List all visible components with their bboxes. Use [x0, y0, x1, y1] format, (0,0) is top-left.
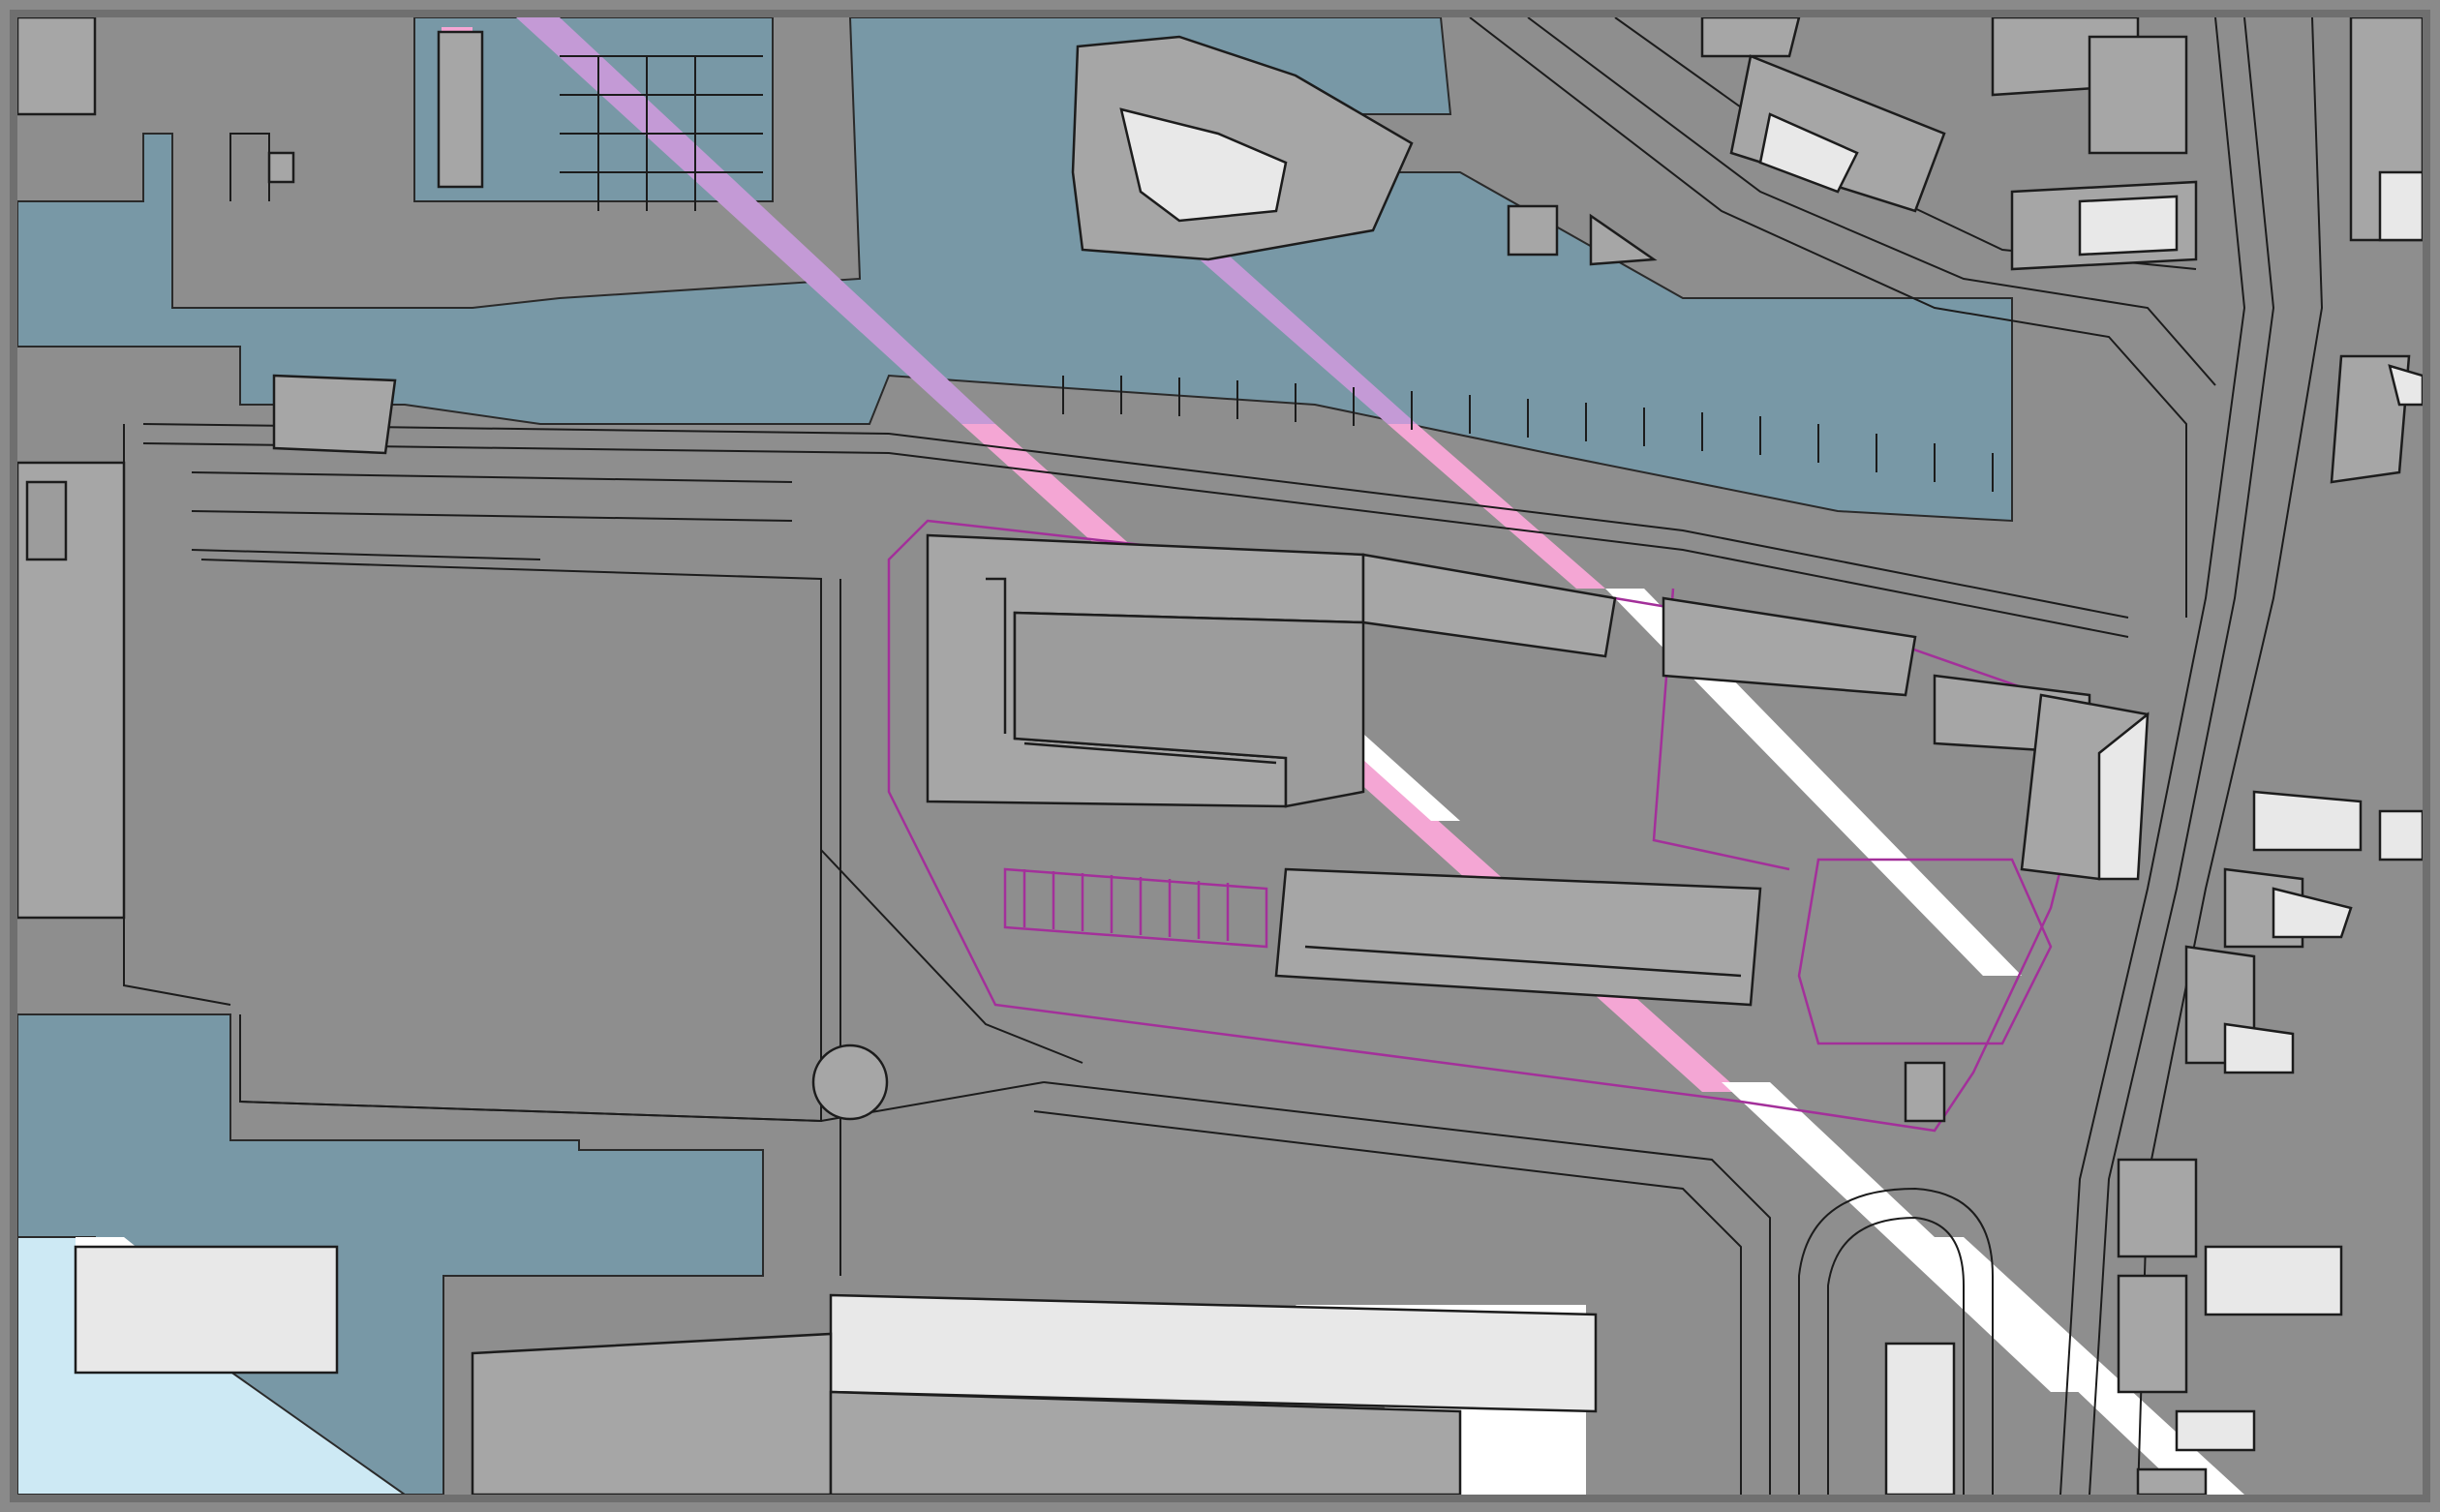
lit-strip-4 — [1915, 1237, 2244, 1495]
house-e-8 — [2136, 1467, 2208, 1495]
canal-basin — [17, 17, 2013, 523]
west-strip-lines — [191, 471, 793, 560]
northwest-block — [17, 17, 97, 116]
house-tr-5-face — [2078, 195, 2179, 257]
site-plan-map[interactable] — [17, 17, 2423, 1495]
loop-road-inner — [1827, 1216, 1965, 1495]
site-boundary — [887, 519, 2101, 1133]
harbour-pavilion-roof — [1119, 107, 1288, 223]
site-inner-plot — [1797, 858, 2053, 1045]
house-r-1 — [2330, 354, 2411, 484]
north-curved-road-2 — [1527, 17, 2216, 386]
house-e-1 — [2252, 790, 2363, 852]
house-tr-2 — [1729, 54, 1946, 213]
plaza-south-edge — [239, 1081, 1045, 1123]
north-canal-kiosk — [267, 151, 295, 184]
quay-edge-north — [142, 423, 2129, 619]
sun-band-water-2 — [1194, 255, 1417, 424]
building-layer — [17, 17, 2423, 1495]
pier-lines — [1062, 376, 1994, 492]
house-r-1-face — [2388, 364, 2423, 407]
south-warehouse-east — [829, 1293, 1598, 1413]
house-tr-1 — [1700, 17, 1801, 58]
harbour-kiosk-1 — [1507, 204, 1559, 257]
diagonal-lane — [820, 849, 1083, 1064]
water-layer — [17, 17, 2013, 1495]
map-frame — [10, 10, 2430, 1502]
north-canal-grid — [560, 55, 763, 211]
south-access-road — [1043, 1081, 1771, 1495]
loop-road — [1798, 1187, 1994, 1495]
site-building-south-wing — [1274, 867, 1762, 1007]
east-main-road-2 — [2059, 17, 2246, 1495]
harbour-kiosk-2 — [1589, 213, 1658, 266]
south-hall-2 — [829, 1390, 1462, 1495]
west-block-detail — [25, 480, 68, 561]
house-tr-2-face — [1758, 112, 1859, 194]
site-parking-bays — [1003, 867, 1268, 949]
site-building-balconies — [986, 577, 1742, 978]
house-e-6-face — [2204, 1245, 2343, 1316]
site-building-north-extension — [1361, 553, 1617, 658]
linework-layer — [123, 17, 2324, 1495]
sun-band-water-1 — [516, 17, 995, 424]
sun-band-2 — [1388, 424, 1605, 589]
house-tr-6-face — [2378, 170, 2423, 242]
house-e-5 — [2117, 1158, 2198, 1258]
south-warehouse-west — [74, 1245, 339, 1375]
loop-kiosk — [1884, 1342, 1956, 1495]
north-canal-hut — [437, 30, 484, 189]
south-access-road-2 — [1033, 1110, 1742, 1495]
house-tr-4 — [2088, 35, 2188, 155]
terrace-houses-1 — [1662, 596, 1917, 697]
lit-strip-2 — [1605, 589, 2022, 976]
site-small-shed — [1904, 1061, 1946, 1123]
house-e-2 — [2378, 809, 2423, 862]
round-tower — [811, 1043, 889, 1121]
house-e-4-face — [2223, 1022, 2295, 1074]
south-hall — [471, 1332, 833, 1495]
site-building-courtyard — [1013, 611, 1365, 808]
house-e-3-face — [2272, 887, 2353, 939]
house-e-6 — [2117, 1274, 2188, 1394]
north-curved-road — [1469, 17, 2187, 618]
gable-house-east-face — [2097, 711, 2150, 881]
house-e-7 — [2175, 1409, 2256, 1452]
jetty-hut — [272, 374, 397, 455]
quay-edge-north-2 — [142, 442, 2129, 638]
east-main-road — [2089, 17, 2275, 1495]
